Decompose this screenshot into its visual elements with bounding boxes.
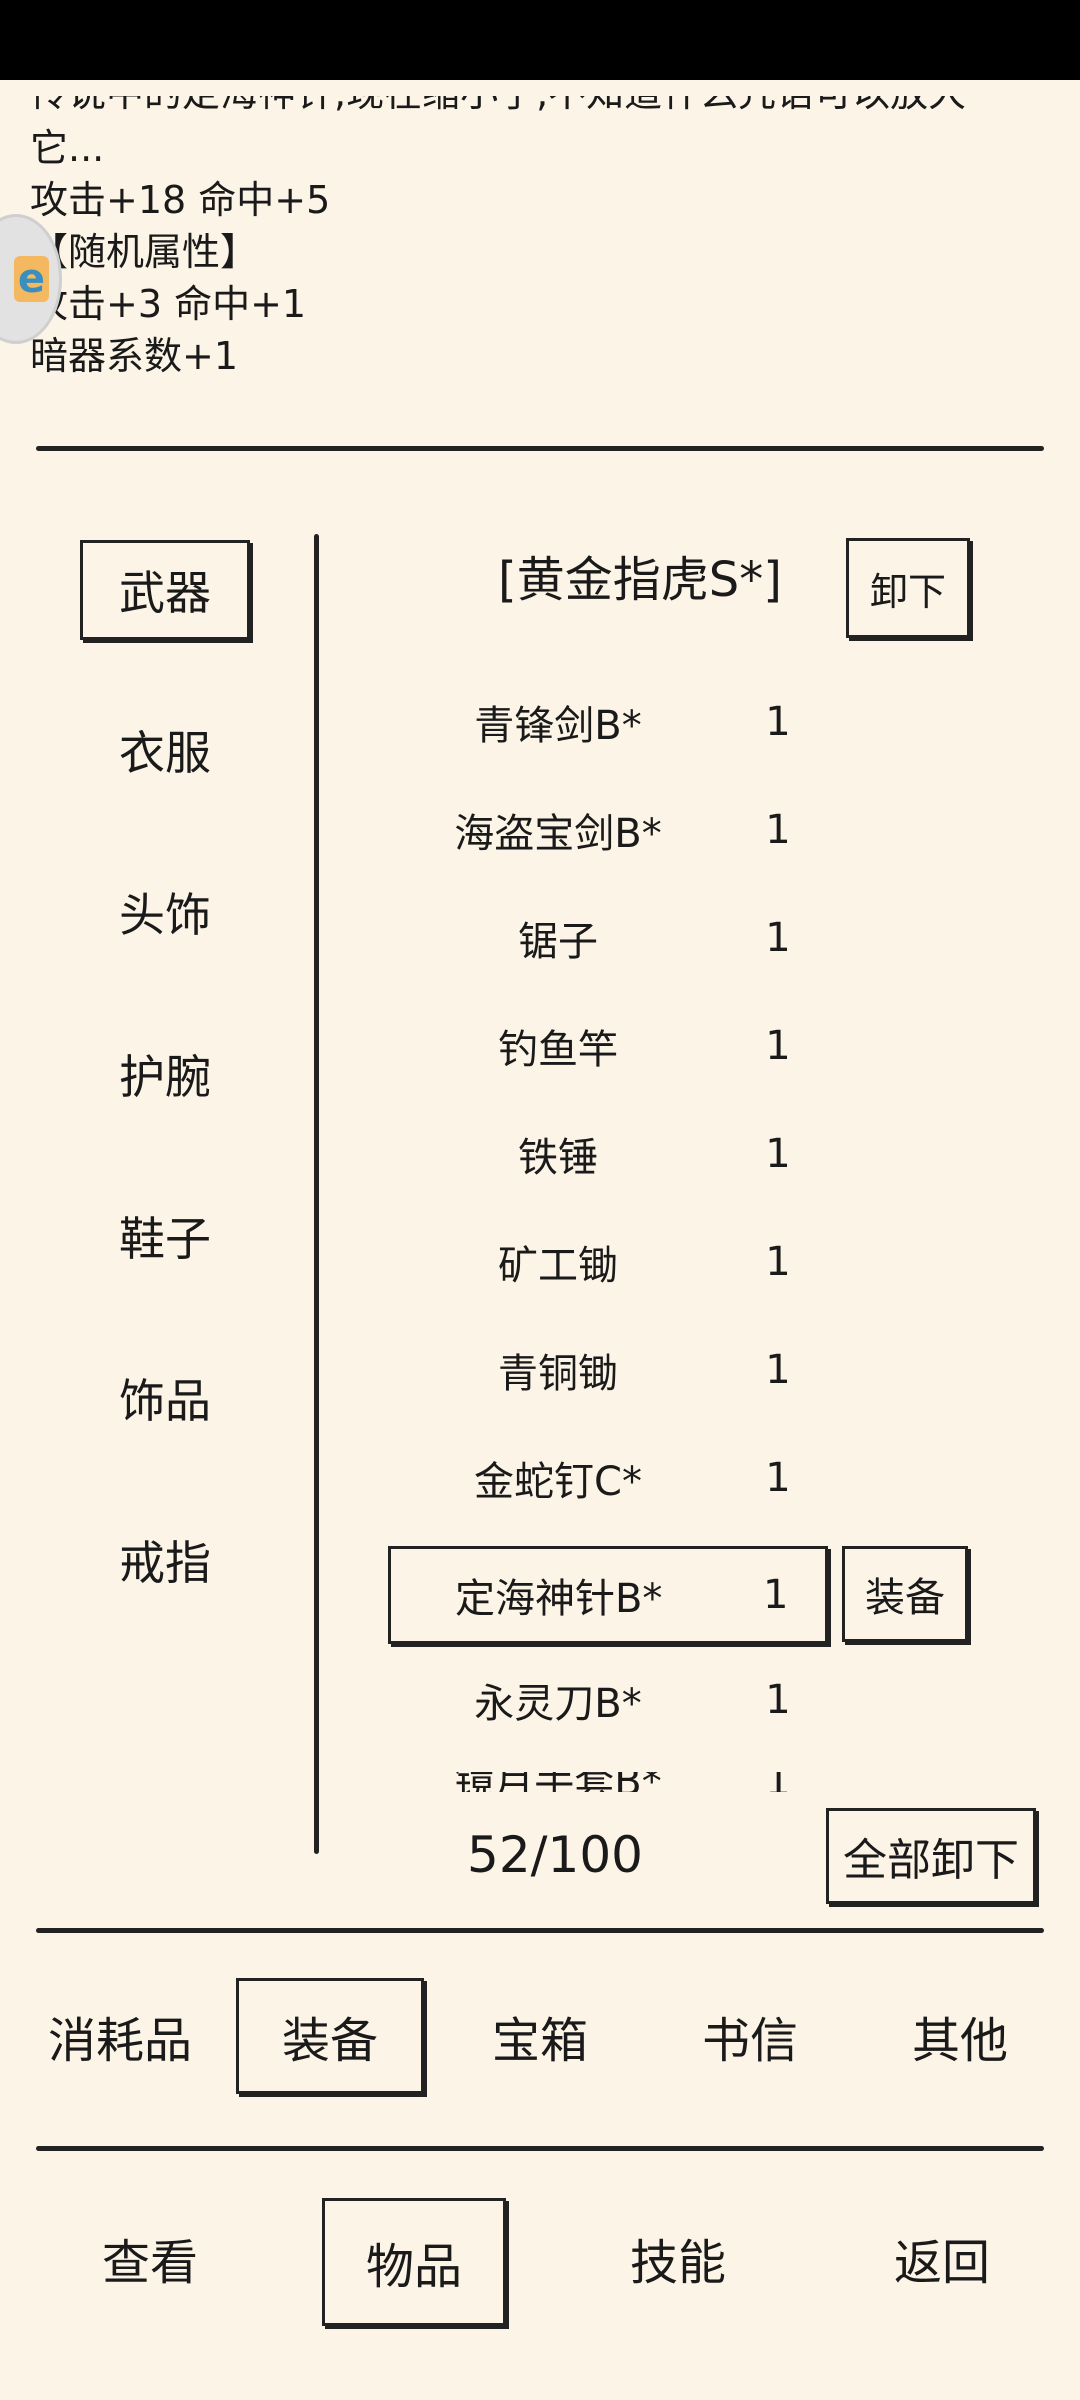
item-qty: 1 [765, 1239, 791, 1285]
column-divider [314, 534, 319, 1854]
item-qty: 1 [765, 1455, 791, 1501]
category-label: 护腕 [119, 1050, 211, 1104]
list-item[interactable]: 海盗宝剑B* 1 [388, 780, 828, 880]
item-name: 金蛇钉C* [474, 1459, 642, 1505]
category-headwear[interactable]: 头饰 [80, 862, 250, 962]
category-ring[interactable]: 戒指 [80, 1510, 250, 1610]
equipped-item: [黄金指虎S*] [498, 552, 782, 608]
category-label: 饰品 [119, 1374, 211, 1428]
list-item[interactable]: 青铜锄 1 [388, 1320, 828, 1420]
item-qty: 1 [765, 699, 791, 745]
tab-label: 其他 [911, 2013, 1008, 2069]
equip-label: 装备 [865, 1575, 945, 1621]
item-name: 矿工锄 [498, 1243, 618, 1289]
equip-button[interactable]: 装备 [842, 1546, 968, 1642]
category-label: 武器 [119, 566, 211, 620]
unequip-button[interactable]: 卸下 [846, 538, 970, 638]
nav-skills[interactable]: 技能 [588, 2200, 768, 2316]
nav-back[interactable]: 返回 [852, 2200, 1032, 2316]
item-name: 青铜锄 [498, 1351, 618, 1397]
description-line: 它... [30, 126, 105, 170]
category-weapon[interactable]: 武器 [80, 540, 250, 640]
item-name: 钓鱼竿 [498, 1027, 618, 1073]
item-qty: 1 [762, 1572, 789, 1618]
list-item[interactable]: 铁锤 1 [388, 1104, 828, 1204]
divider-bottom [36, 2146, 1044, 2151]
item-qty: 1 [765, 1131, 791, 1177]
tab-other[interactable]: 其他 [870, 1978, 1050, 2094]
item-name: 镜月手套B* [388, 1772, 728, 1792]
category-label: 鞋子 [119, 1212, 211, 1266]
category-label: 戒指 [119, 1536, 211, 1590]
item-name: 锯子 [518, 919, 598, 965]
list-item[interactable]: 金蛇钉C* 1 [388, 1428, 828, 1528]
nav-label: 技能 [629, 2235, 726, 2291]
item-name: 海盗宝剑B* [454, 811, 662, 857]
nav-label: 返回 [893, 2235, 990, 2291]
unequip-all-label: 全部卸下 [843, 1835, 1019, 1886]
item-qty: 1 [728, 1772, 828, 1792]
random-attributes-header: 【随机属性】 [30, 230, 259, 274]
status-bar [0, 0, 1080, 80]
category-label: 衣服 [119, 726, 211, 780]
tab-letters[interactable]: 书信 [660, 1978, 840, 2094]
item-qty: 1 [765, 1023, 791, 1069]
inventory-capacity: 52/100 [467, 1826, 643, 1884]
tab-label: 消耗品 [47, 2013, 192, 2069]
list-item[interactable]: 永灵刀B* 1 [388, 1650, 828, 1750]
extra-stat: 暗器系数+1 [30, 334, 239, 378]
category-accessory[interactable]: 饰品 [80, 1348, 250, 1448]
item-qty: 1 [765, 915, 791, 961]
tab-consumables[interactable]: 消耗品 [30, 1978, 210, 2094]
item-qty: 1 [765, 1347, 791, 1393]
divider-top [36, 446, 1044, 451]
nav-view[interactable]: 查看 [60, 2200, 240, 2316]
item-qty: 1 [765, 807, 791, 853]
list-item[interactable]: 锯子 1 [388, 888, 828, 988]
unequip-all-button[interactable]: 全部卸下 [826, 1808, 1036, 1904]
list-item[interactable]: 钓鱼竿 1 [388, 996, 828, 1096]
list-item[interactable]: 矿工锄 1 [388, 1212, 828, 1312]
tab-label: 宝箱 [491, 2013, 588, 2069]
list-item-partial[interactable]: 镜月手套B*1 [388, 1772, 828, 1792]
list-item[interactable]: 青锋剑B* 1 [388, 672, 828, 772]
nav-items[interactable]: 物品 [322, 2198, 506, 2326]
description-truncated-line: 传说中的定海神针,现在缩小了,不知道什么咒语可以放大 [30, 96, 1030, 130]
unequip-label: 卸下 [869, 569, 946, 614]
item-description: 传说中的定海神针,现在缩小了,不知道什么咒语可以放大 它... 攻击+18 命中… [30, 96, 1030, 382]
random-stats: 攻击+3 命中+1 [30, 282, 307, 326]
item-qty: 1 [765, 1677, 791, 1723]
tab-label: 书信 [701, 2013, 798, 2069]
base-stats: 攻击+18 命中+5 [30, 178, 331, 222]
tab-chests[interactable]: 宝箱 [450, 1978, 630, 2094]
divider-middle [36, 1928, 1044, 1933]
category-shoes[interactable]: 鞋子 [80, 1186, 250, 1286]
category-clothes[interactable]: 衣服 [80, 700, 250, 800]
tab-label: 装备 [281, 2013, 378, 2069]
nav-label: 物品 [365, 2239, 462, 2295]
tab-equipment[interactable]: 装备 [236, 1978, 424, 2094]
category-bracer[interactable]: 护腕 [80, 1024, 250, 1124]
item-name: 永灵刀B* [474, 1681, 642, 1727]
item-name: 铁锤 [518, 1135, 598, 1181]
item-name: 定海神针B* [454, 1576, 663, 1622]
category-label: 头饰 [119, 888, 211, 942]
list-item-selected[interactable]: 定海神针B* 1 [388, 1546, 828, 1644]
item-name: 青锋剑B* [474, 703, 642, 749]
nav-label: 查看 [101, 2235, 198, 2291]
